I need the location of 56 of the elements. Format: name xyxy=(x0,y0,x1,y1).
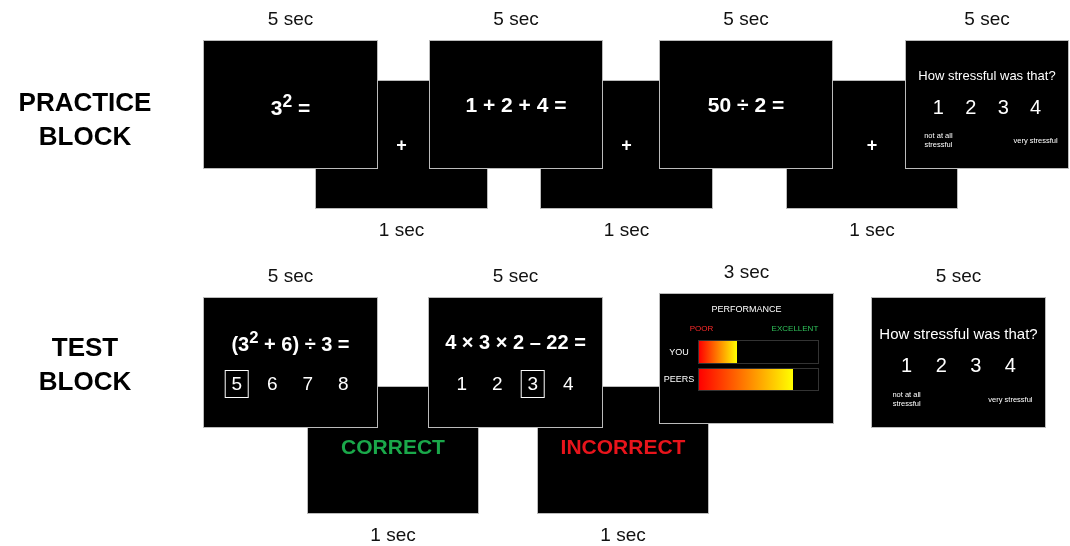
duration-text: 1 sec xyxy=(603,219,650,241)
feedback-text: CORRECT xyxy=(341,435,445,460)
screen-panel xyxy=(428,297,603,428)
rating-number: 4 xyxy=(1030,95,1042,119)
screen-panel xyxy=(871,297,1046,428)
duration-text: 5 sec xyxy=(723,8,769,30)
duration-text: 1 sec xyxy=(378,219,425,241)
scale-label: EXCELLENT xyxy=(771,323,819,333)
screen-panel xyxy=(659,293,834,424)
answer-option: 1 xyxy=(456,373,468,396)
chart-title: PERFORMANCE xyxy=(711,304,782,315)
rating-number: 1 xyxy=(932,95,944,119)
screen-panel xyxy=(905,40,1069,169)
equation-text: 1 + 2 + 4 = xyxy=(465,92,567,117)
fixation-cross: + xyxy=(866,134,878,155)
rating-number: 4 xyxy=(1004,353,1016,377)
bar-label: YOU xyxy=(669,347,689,358)
answer-option: 5 xyxy=(224,370,250,399)
scale-label: POOR xyxy=(689,323,714,333)
screen-panel xyxy=(203,40,378,169)
fixation-cross: + xyxy=(396,134,407,155)
duration-text: 5 sec xyxy=(267,265,314,287)
duration-text: 3 sec xyxy=(723,261,770,283)
screen-panel xyxy=(429,40,603,169)
screen-panel xyxy=(203,297,378,428)
answer-option: 8 xyxy=(337,373,349,396)
answer-option: 4 xyxy=(562,373,574,396)
equation-text: 50 ÷ 2 = xyxy=(707,92,785,117)
duration-text: 1 sec xyxy=(849,219,895,241)
duration-text: 5 sec xyxy=(492,265,539,287)
answer-option: 3 xyxy=(520,370,546,399)
duration-text: 5 sec xyxy=(493,8,539,30)
rating-number: 1 xyxy=(901,353,913,377)
rating-number: 2 xyxy=(965,95,977,119)
feedback-text: INCORRECT xyxy=(560,435,686,460)
bar-label: PEERS xyxy=(663,374,695,385)
answer-option: 6 xyxy=(267,373,278,396)
screen-panel xyxy=(659,40,833,169)
equation-text: 3$^{2}$ = xyxy=(270,90,311,119)
block-label: PRACTICE BLOCK xyxy=(17,86,153,153)
duration-text: 5 sec xyxy=(267,8,314,30)
block-label: TEST BLOCK xyxy=(37,331,133,398)
question-text: How stressful was that? xyxy=(879,324,1038,342)
fixation-cross: + xyxy=(621,134,632,155)
answer-option: 7 xyxy=(302,373,314,396)
duration-text: 5 sec xyxy=(964,8,1010,30)
duration-text: 1 sec xyxy=(370,524,416,546)
rating-number: 2 xyxy=(935,353,947,377)
equation-text: 4 × 3 × 2 – 22 = xyxy=(445,330,586,354)
rating-number: 3 xyxy=(997,95,1009,119)
duration-text: 1 sec xyxy=(600,524,646,546)
equation-text: (3$^{2}$ + 6) ÷ 3 = xyxy=(231,328,350,356)
question-text: How stressful was that? xyxy=(918,67,1056,83)
rating-number: 3 xyxy=(970,353,982,377)
answer-option: 2 xyxy=(492,373,503,396)
duration-text: 5 sec xyxy=(935,265,982,287)
